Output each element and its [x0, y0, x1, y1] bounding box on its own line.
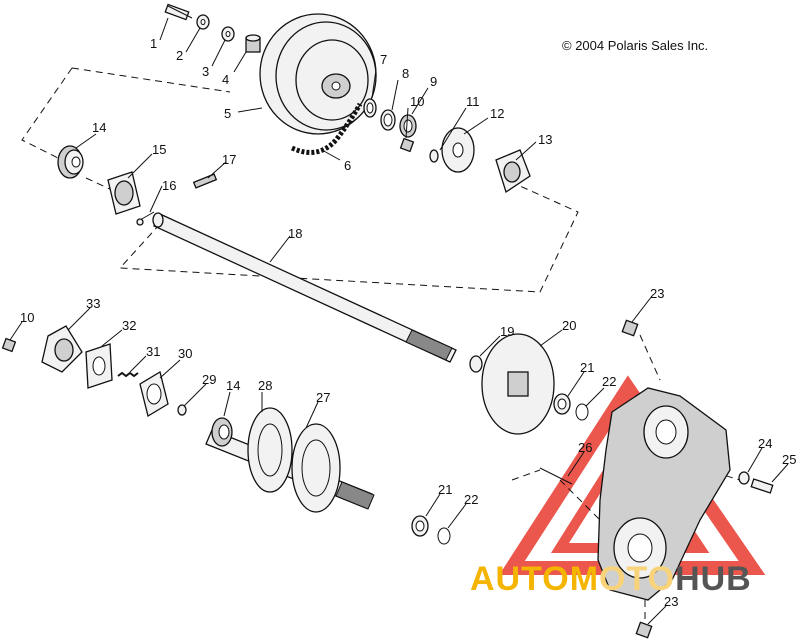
part-12-flange: [441, 127, 475, 173]
part-1-bolt: [164, 3, 193, 21]
callout-33: 33: [86, 296, 100, 311]
assembly-line-left-top: [21, 67, 73, 161]
part-2-washer: [196, 14, 210, 30]
callout-14-lower: 14: [226, 378, 240, 393]
part-4-bushing: [245, 34, 261, 53]
callout-32: 32: [122, 318, 136, 333]
assembly-line-lower-frame: [118, 185, 579, 293]
part-18-driveshaft: [152, 212, 457, 363]
watermark-text: AUTOMOTOHUB: [470, 560, 752, 598]
assembly-line-housing: [511, 469, 541, 481]
callout-4: 4: [222, 72, 229, 87]
part-20-brake-disc: [481, 333, 555, 435]
callout-11: 11: [466, 94, 480, 109]
chaincase-housing: [597, 387, 731, 601]
assembly-line-14-15: [85, 177, 113, 191]
part-24-washer: [738, 471, 750, 485]
callout-14-top: 14: [92, 120, 106, 135]
callout-21-upper: 21: [580, 360, 594, 375]
callout-8: 8: [402, 66, 409, 81]
part-17-key: [192, 173, 218, 189]
part-10-nut: [399, 137, 415, 153]
callout-labels: 1 2 3 4 5 6 7 8 9 10 11 12 13 14 15 16 1…: [20, 36, 796, 609]
callout-30: 30: [178, 346, 192, 361]
callout-10-top: 10: [410, 94, 424, 109]
part-26-stud: [539, 467, 573, 485]
assembly-line-23-top: [639, 334, 661, 381]
callout-28: 28: [258, 378, 272, 393]
callout-29: 29: [202, 372, 216, 387]
callout-17: 17: [222, 152, 236, 167]
part-21-spacer-upper: [553, 393, 571, 415]
part-32-gasket: [85, 343, 113, 389]
part-10-nut-lower: [1, 337, 17, 353]
part-14-bearing-lower: [211, 417, 233, 447]
part-5-driven-sprocket: [259, 13, 377, 135]
part-22-oring-lower: [437, 527, 451, 545]
callout-5: 5: [224, 106, 231, 121]
part-19-clip: [469, 355, 483, 373]
callout-12: 12: [490, 106, 504, 121]
callout-22-lower: 22: [464, 492, 478, 507]
part-8-oring: [380, 109, 396, 131]
part-13-bearing-flange: [495, 149, 531, 194]
part-15-flange: [107, 171, 141, 215]
callout-9: 9: [430, 74, 437, 89]
callout-31: 31: [146, 344, 160, 359]
part-6-chain: [290, 102, 363, 155]
callout-26: 26: [578, 440, 592, 455]
callout-15: 15: [152, 142, 166, 157]
callout-3: 3: [202, 64, 209, 79]
callout-21-lower: 21: [438, 482, 452, 497]
part-23-bolt-top: [621, 319, 639, 337]
assembly-line-housing-down: [559, 479, 609, 561]
part-16-bolt: [136, 211, 155, 226]
callout-19: 19: [500, 324, 514, 339]
callout-22-upper: 22: [602, 374, 616, 389]
watermark-text-faded: OTO: [599, 560, 675, 598]
part-14-bearing-top: [57, 145, 84, 179]
part-7-oring: [363, 98, 377, 118]
part-11-washer: [429, 149, 439, 163]
callout-1: 1: [150, 36, 157, 51]
callout-13: 13: [538, 132, 552, 147]
part-29-nut: [177, 404, 187, 416]
callout-27: 27: [316, 390, 330, 405]
callout-10-lower: 10: [20, 310, 34, 325]
callout-23-bottom: 23: [664, 594, 678, 609]
callout-16: 16: [162, 178, 176, 193]
callout-2: 2: [176, 48, 183, 63]
callout-25: 25: [782, 452, 796, 467]
part-21-spacer-lower: [411, 515, 429, 537]
callout-23-top: 23: [650, 286, 664, 301]
watermark-text-suffix: HUB: [675, 560, 752, 598]
assembly-line-top: [71, 67, 231, 93]
part-27-drive-sprocket-assembly: [205, 407, 375, 513]
part-22-oring-upper: [575, 403, 589, 421]
assembly-line-24: [679, 461, 741, 481]
callout-18: 18: [288, 226, 302, 241]
leader-lines: [9, 17, 789, 625]
part-23-bolt-bottom: [635, 621, 653, 639]
part-9-seal: [399, 114, 417, 138]
part-3-washer: [221, 26, 235, 42]
copyright-notice: © 2004 Polaris Sales Inc.: [562, 38, 708, 53]
part-31-spring: [117, 371, 139, 378]
callout-7: 7: [380, 52, 387, 67]
callout-6: 6: [344, 158, 351, 173]
callout-24: 24: [758, 436, 772, 451]
part-30-flange: [139, 370, 169, 418]
callout-20: 20: [562, 318, 576, 333]
part-25-bolt: [750, 478, 774, 494]
watermark-text-prefix: AUTOM: [470, 560, 599, 598]
part-33-bearing-flange: [41, 325, 83, 373]
